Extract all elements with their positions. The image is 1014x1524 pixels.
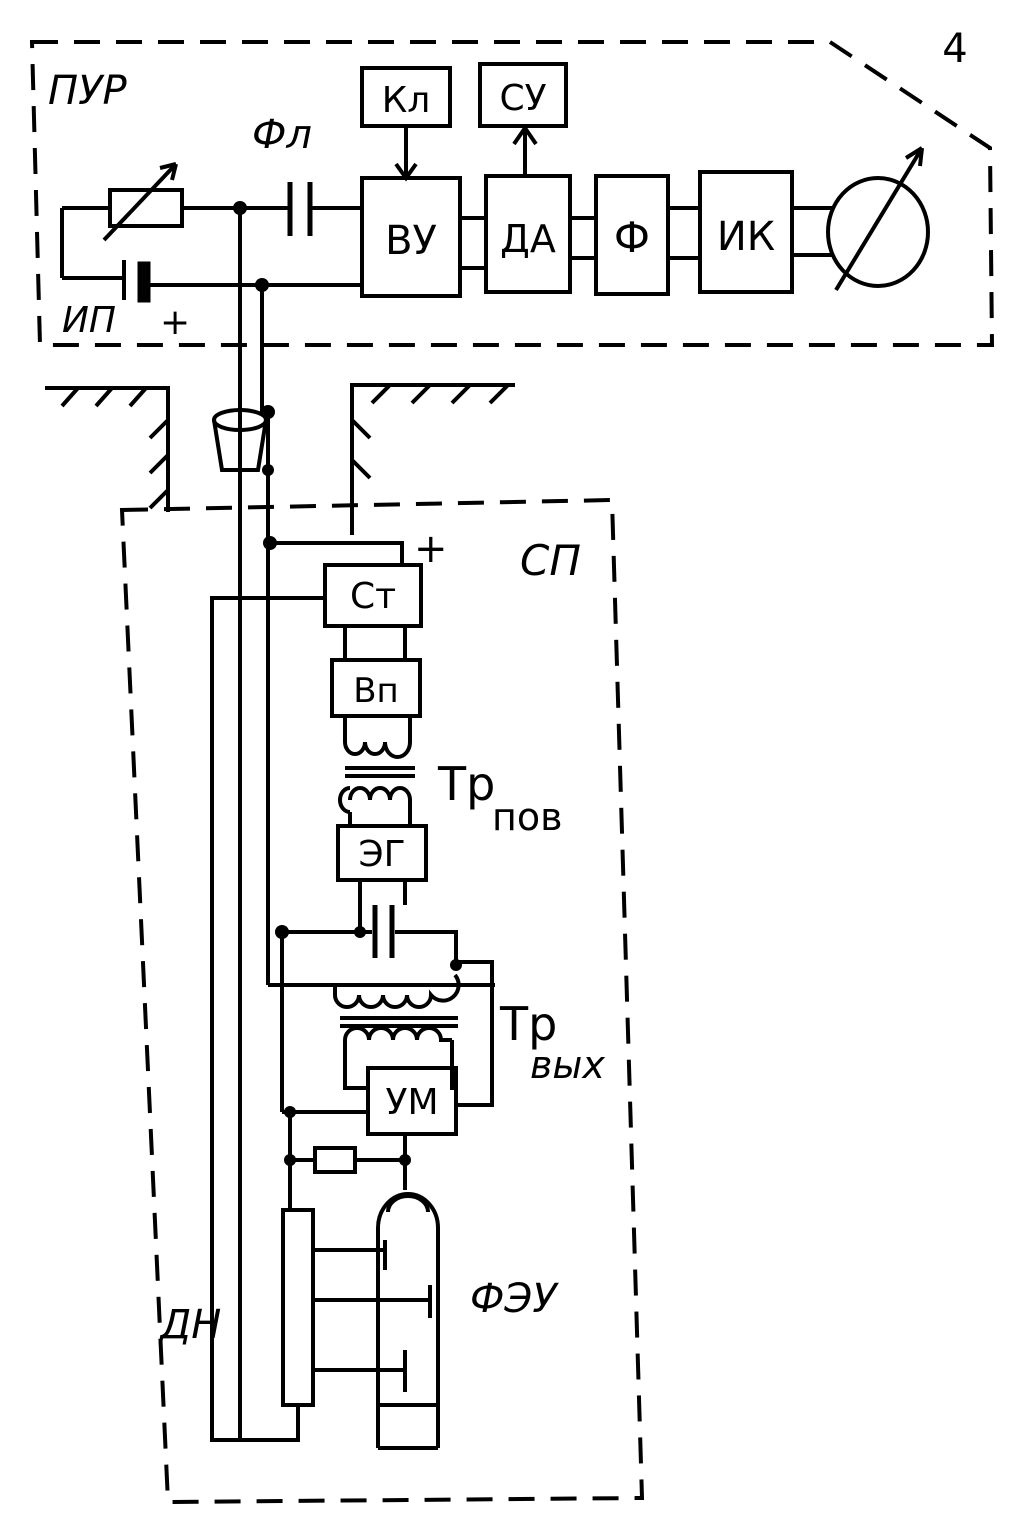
f-block: Ф [594,174,670,296]
probe-capacitor [372,905,395,958]
eg-block: ЭГ [336,824,428,882]
power-source-plus: + [160,302,190,343]
f-block-label: Ф [614,213,650,262]
ik-block: ИК [698,170,794,294]
divider-label: ДН [158,1302,221,1348]
transformer-vyh-label: Тр [499,997,557,1051]
st-block: Ст [323,563,423,628]
pmt-icon [376,1192,440,1450]
junction-dot [399,1154,411,1166]
vu-block-label: ВУ [385,218,437,264]
transformer-pov-subscript: пов [492,795,563,839]
um-block: УМ [366,1066,458,1136]
da-block: ДА [484,174,572,294]
junction-dot [354,926,366,938]
control-panel-boundary [29,40,995,347]
vu-block: ВУ [360,176,462,298]
downhole-probe-boundary [119,497,645,1505]
kl-block: Кл [360,66,452,128]
power-source-battery [122,260,151,303]
ik-block-label: ИК [717,214,775,260]
su-block: СУ [478,62,568,128]
variable-resistor [102,162,184,242]
st-block-label: Ст [350,576,396,617]
junction-dot [284,1106,296,1118]
borehole-ground-left [45,386,170,512]
power-source-label: ИП [62,300,116,341]
kl-block-label: Кл [382,80,431,121]
eg-block-label: ЭГ [358,834,405,875]
transformer-pov-icon [338,741,415,814]
junction-dot [450,959,462,971]
borehole-ground-right [350,383,515,535]
su-block-label: СУ [499,78,546,119]
da-block-label: ДА [500,217,556,261]
transformer-pov-label: Тр [437,757,495,811]
junction-dot [275,925,289,939]
downhole-probe-label: СП [520,536,581,585]
coupling-capacitor [287,182,313,236]
vp-block: Вп [330,658,422,718]
probe-wiring [210,541,494,1442]
load-resistor [313,1146,357,1174]
page-number: 4 [942,26,967,72]
meter-icon [826,146,930,292]
signal-arrows [394,124,538,182]
cable-head [212,408,268,472]
junction-dot [261,405,275,419]
control-panel-label: ПУР [48,68,127,114]
voltage-divider [281,1208,430,1407]
transformer-vyh-subscript: вых [530,1043,605,1087]
vp-block-label: Вп [353,671,399,711]
pmt-label: ФЭУ [470,1276,559,1322]
transformer-vyh-icon [333,973,461,1042]
junction-dot [284,1154,296,1166]
junction-dot [262,464,274,476]
um-block-label: УМ [386,1082,439,1123]
coupling-capacitor-label: Фл [252,112,312,158]
